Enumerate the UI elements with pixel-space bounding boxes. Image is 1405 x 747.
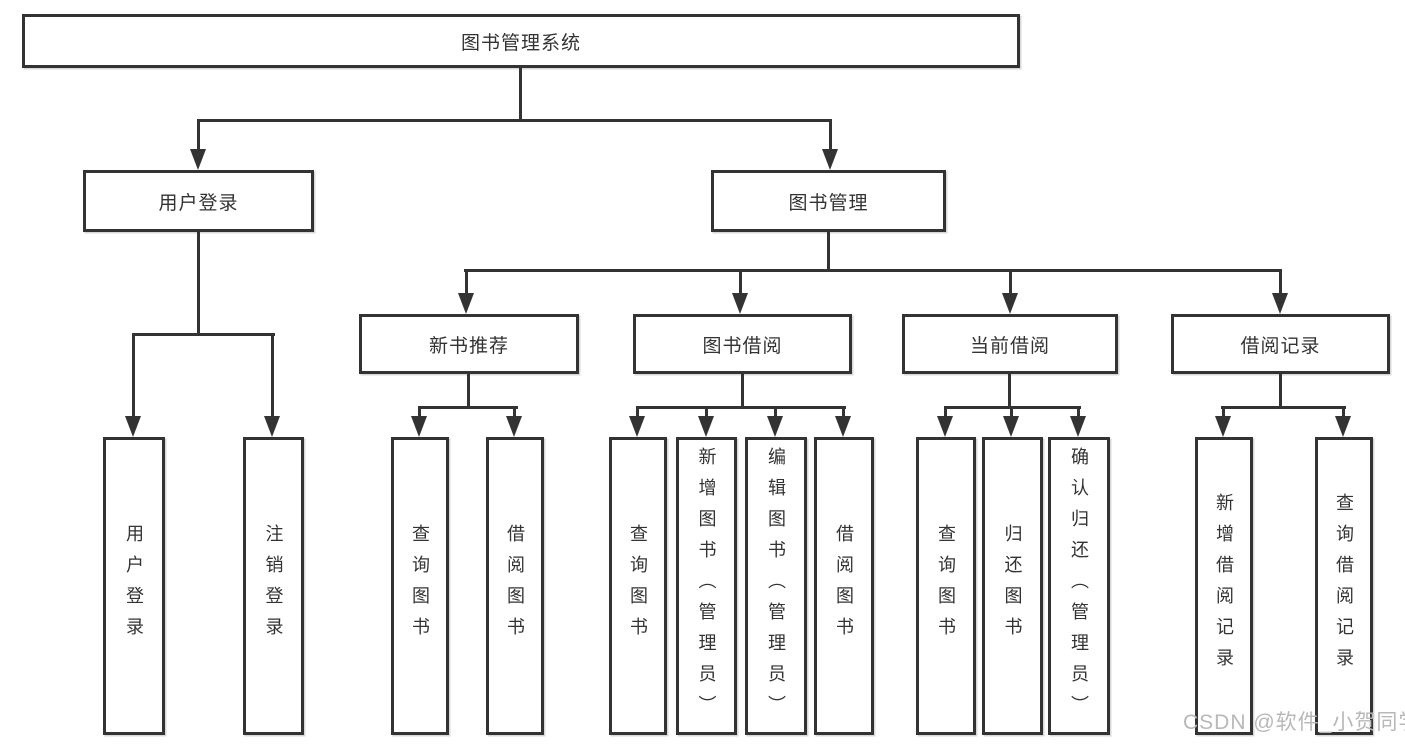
connector-drop-borrow-books-1	[513, 406, 516, 418]
connector-drop-query-books-1	[418, 406, 421, 418]
leaf-edit-book-admin-label: 编辑图书（管理员）	[766, 446, 786, 726]
leaf-add-book-admin: 新增图书（管理员）	[676, 437, 737, 735]
arrowhead-query-books-1	[411, 416, 427, 437]
connector-book-borrowing-crossbar	[636, 406, 846, 409]
node-book-management-label: 图书管理	[788, 192, 869, 214]
connector-book-management-stem	[827, 231, 830, 272]
leaf-logout: 注销登录	[243, 437, 304, 735]
leaf-return-book: 归还图书	[982, 437, 1043, 735]
arrowhead-current-borrowing	[1002, 293, 1018, 314]
connector-borrowing-records-crossbar	[1221, 406, 1346, 409]
leaf-query-books-2: 查询图书	[609, 437, 667, 735]
node-new-book-recommend-label: 新书推荐	[428, 335, 509, 357]
leaf-edit-book-admin: 编辑图书（管理员）	[745, 437, 807, 735]
arrowhead-user-login	[190, 149, 206, 170]
connector-user-login-crossbar	[132, 333, 275, 336]
leaf-query-books-2-label: 查询图书	[628, 524, 648, 648]
connector-drop-leaf-user-login	[132, 333, 135, 417]
connector-drop-return-book	[1010, 406, 1013, 418]
csdn-watermark: CSDN @软件_小贺同学	[1183, 711, 1405, 734]
node-book-borrowing-label: 图书借阅	[702, 335, 783, 357]
leaf-query-books-1-label: 查询图书	[410, 524, 430, 648]
arrowhead-leaf-logout	[264, 416, 280, 437]
connector-drop-query-borrow-record	[1342, 406, 1345, 418]
arrowhead-new-book	[458, 293, 474, 314]
node-borrowing-records: 借阅记录	[1171, 314, 1390, 374]
leaf-query-borrow-record: 查询借阅记录	[1315, 437, 1373, 735]
connector-book-management-crossbar	[464, 269, 1282, 272]
node-current-borrowing-label: 当前借阅	[969, 335, 1050, 357]
leaf-add-book-admin-label: 新增图书（管理员）	[696, 446, 717, 726]
connector-drop-current-borrowing	[1009, 269, 1012, 295]
arrowhead-book-management	[822, 149, 838, 170]
connector-drop-confirm-return	[1077, 406, 1080, 418]
arrowhead-edit-book	[767, 416, 783, 437]
arrowhead-borrowing-records	[1272, 293, 1288, 314]
connector-book-borrowing-stem	[741, 373, 744, 409]
leaf-borrow-books-2-label: 借阅图书	[834, 524, 854, 648]
node-book-borrowing: 图书借阅	[633, 314, 852, 374]
connector-drop-book-borrowing	[739, 269, 742, 295]
connector-drop-user-login	[197, 119, 200, 150]
leaf-query-borrow-record-label: 查询借阅记录	[1334, 493, 1354, 679]
leaf-logout-label: 注销登录	[263, 524, 284, 648]
leaf-add-borrow-record-label: 新增借阅记录	[1214, 493, 1234, 679]
connector-user-login-stem	[197, 231, 200, 335]
leaf-borrow-books-1-label: 借阅图书	[505, 524, 525, 648]
connector-current-borrowing-stem	[1008, 373, 1011, 409]
arrowhead-add-borrow-record	[1215, 416, 1231, 437]
connector-drop-add-book	[705, 406, 708, 418]
arrowhead-borrow-books-1	[506, 416, 522, 437]
node-borrowing-records-label: 借阅记录	[1240, 335, 1321, 357]
connector-new-book-stem	[467, 373, 470, 409]
node-user-login-label: 用户登录	[158, 192, 239, 214]
connector-drop-new-book	[465, 269, 468, 295]
node-current-borrowing: 当前借阅	[902, 314, 1118, 374]
connector-drop-query-books-2	[636, 406, 639, 418]
leaf-confirm-return-admin-label: 确认归还（管理员）	[1069, 446, 1089, 726]
connector-drop-add-borrow-record	[1222, 406, 1225, 418]
leaf-query-books-3: 查询图书	[916, 437, 976, 735]
connector-drop-borrowing-records	[1279, 269, 1282, 295]
arrowhead-leaf-user-login	[125, 416, 141, 437]
connector-drop-book-management	[829, 119, 832, 150]
arrowhead-confirm-return	[1070, 416, 1086, 437]
arrowhead-return-book	[1003, 416, 1019, 437]
arrowhead-query-books-3	[937, 416, 953, 437]
connector-borrowing-records-stem	[1279, 373, 1282, 409]
leaf-query-books-3-label: 查询图书	[936, 524, 956, 648]
connector-new-book-crossbar	[418, 406, 518, 409]
leaf-query-books-1: 查询图书	[391, 437, 449, 735]
connector-root-crossbar	[197, 119, 832, 122]
leaf-add-borrow-record: 新增借阅记录	[1195, 437, 1253, 735]
connector-drop-edit-book	[774, 406, 777, 418]
connector-drop-leaf-logout	[271, 333, 274, 417]
node-book-management: 图书管理	[711, 170, 946, 232]
arrowhead-query-borrow-record	[1335, 416, 1351, 437]
node-root-label: 图书管理系统	[460, 32, 581, 54]
connector-root-stem	[519, 68, 522, 121]
leaf-user-login-label: 用户登录	[124, 524, 144, 648]
arrowhead-add-book	[698, 416, 714, 437]
leaf-borrow-books-1: 借阅图书	[486, 437, 544, 735]
node-new-book-recommend: 新书推荐	[359, 314, 579, 374]
connector-drop-borrow-books-2	[842, 406, 845, 418]
leaf-return-book-label: 归还图书	[1002, 524, 1023, 648]
node-user-login: 用户登录	[83, 170, 314, 232]
node-root: 图书管理系统	[22, 14, 1020, 68]
connector-drop-query-books-3	[944, 406, 947, 418]
arrowhead-query-books-2	[629, 416, 645, 437]
arrowhead-borrow-books-2	[835, 416, 851, 437]
leaf-user-login: 用户登录	[103, 437, 165, 735]
leaf-confirm-return-admin: 确认归还（管理员）	[1048, 437, 1110, 735]
leaf-borrow-books-2: 借阅图书	[814, 437, 874, 735]
arrowhead-book-borrowing	[732, 293, 748, 314]
